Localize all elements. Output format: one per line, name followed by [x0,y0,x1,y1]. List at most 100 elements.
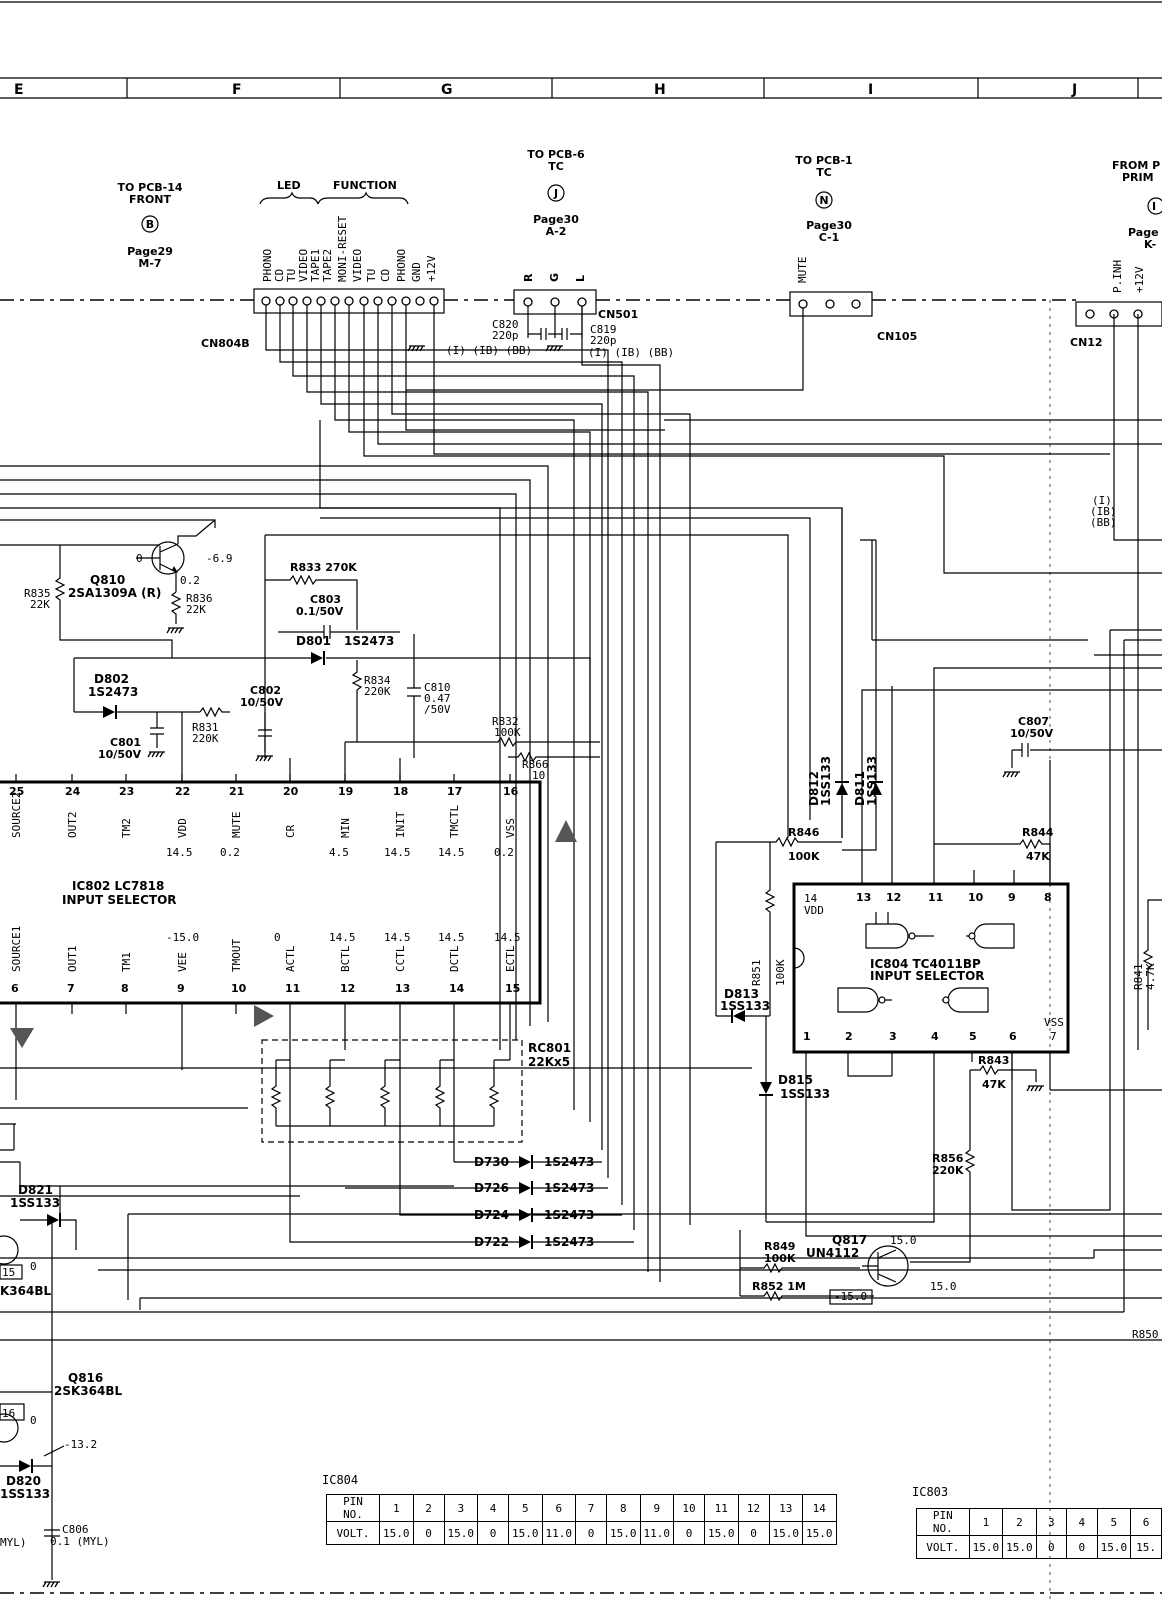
pin-number: 12 [340,982,355,995]
pin-number: 12 [886,891,901,904]
column-f: F [232,82,242,98]
pin-name: INIT [394,811,407,838]
ib-note: (I) (IB) (BB) [1090,494,1117,529]
pin-name: ACTL [284,945,297,972]
svg-text:1SS133: 1SS133 [865,756,879,806]
d726-diode: D726 1S2473 [345,1180,608,1196]
svg-text:220K: 220K [192,732,219,745]
svg-text:220p: 220p [492,329,519,342]
pin-name: VDD [176,818,189,838]
svg-text:D812: D812 [807,771,821,806]
pin-number: 8 [121,982,129,995]
cn105-connector: CN105 [789,291,917,343]
svg-text:R846: R846 [788,826,820,839]
pin-no-header: PIN NO. [916,1508,970,1536]
svg-text:0: 0 [30,1260,37,1273]
svg-text:22K: 22K [30,598,50,611]
cn12-connector: CN12 [1070,301,1162,349]
marker-b: B [146,218,154,231]
c810-capacitor: C810 0.47 /50V [407,634,451,758]
pin-number: 6 [1009,1030,1017,1043]
svg-text:-15.0: -15.0 [834,1290,867,1303]
svg-text:TO PCB-6: TO PCB-6 [527,148,585,161]
svg-text:RC801: RC801 [528,1041,571,1055]
marker-n: N [819,194,828,207]
pin-voltage: 0 [274,931,281,944]
svg-text:FUNCTION: FUNCTION [333,179,397,192]
c807-capacitor: C807 10/50V [1002,715,1162,778]
volt-cell: 15.0 [606,1521,641,1545]
d820-diode: D820 1SS133 [0,1458,52,1501]
svg-text:0.1 (MYL): 0.1 (MYL) [50,1535,110,1548]
svg-text:LED: LED [277,179,301,192]
pin-name: VEE [176,952,189,972]
svg-text:IC804 TC4011BP: IC804 TC4011BP [870,957,981,971]
pin-cell: 12 [737,1494,770,1522]
d812-diode: D812 1SS133 [807,508,850,838]
ic804-chip: IC804 TC4011BP INPUT SELECTOR 14 VDD VSS… [792,844,1070,1076]
pin-voltage: 14.5 [329,931,356,944]
cn105-pin-labels: MUTE [796,257,809,284]
pin-cell: 11 [704,1494,739,1522]
column-g: G [441,82,453,98]
d730-diode: D730 1S2473 [453,1100,602,1170]
rc801-network: RC801 22Kx5 [261,1039,571,1143]
svg-text:R835: R835 [24,587,51,600]
svg-text:VIDEO: VIDEO [297,249,310,282]
pin-number: 6 [11,982,19,995]
svg-text:0.2: 0.2 [180,574,200,587]
svg-text:L: L [574,275,587,282]
r836-resistor: R836 22K [166,591,213,634]
pin-number: 2 [845,1030,853,1043]
pin-cell: 5 [508,1494,543,1522]
cn804b-pin-labels: PHONO CD TU VIDEO TAPE1 TAPE2 MONI-RESET… [261,215,438,282]
svg-text:M-7: M-7 [138,257,161,270]
q810-transistor: 0 -6.9 0.2 Q810 2SA1309A (R) [68,519,233,600]
svg-text:Page30: Page30 [806,219,852,232]
r856-resistor: R856 220K [910,1070,976,1263]
column-ruler: E F G H I J [0,77,1162,99]
column-j: J [1071,82,1077,98]
svg-text:0: 0 [136,552,143,565]
dest-fromp: FROM P PRIM I Page K- [1112,159,1162,251]
svg-text:Page29: Page29 [127,245,173,258]
ic803-table-title: IC803 [912,1485,949,1499]
svg-text:TC: TC [816,166,832,179]
pin-name: TMCTL [448,805,461,838]
svg-text:VIDEO: VIDEO [351,249,364,282]
pin-cell: 2 [1002,1508,1037,1536]
svg-text:220K: 220K [364,685,391,698]
svg-text:1SS133: 1SS133 [0,1487,50,1501]
svg-text:C807: C807 [1018,715,1049,728]
d722-diode: D722 1S2473 [289,1090,634,1250]
svg-text:C806: C806 [62,1523,89,1536]
r832-resistor: R832 100K [345,715,600,748]
svg-text:Q810: Q810 [90,573,125,587]
svg-text:C802: C802 [250,684,281,697]
volt-cell: 15.0 [768,1521,803,1545]
pin-name: OUT2 [66,812,79,839]
cn12-label: CN12 [1070,336,1103,349]
svg-text:R831: R831 [192,721,219,734]
svg-text:CD: CD [273,269,286,282]
r834-resistor: R834 220K [351,660,391,742]
pin-name: TMOUT [230,939,243,972]
svg-text:0: 0 [30,1414,37,1427]
svg-text:INPUT SELECTOR: INPUT SELECTOR [870,969,985,983]
pin-voltage: 14.5 [384,931,411,944]
svg-text:R852 1M: R852 1M [752,1280,806,1293]
svg-text:1SS133: 1SS133 [780,1087,830,1101]
svg-text:100K: 100K [774,959,787,986]
svg-text:R834: R834 [364,674,391,687]
svg-text:1S2473: 1S2473 [344,634,394,648]
c803-capacitor: C803 0.1/50V [278,593,400,639]
pin-number: 10 [968,891,984,904]
pin-number: 23 [119,785,134,798]
pin-name: SOURCE1 [10,926,23,972]
svg-text:PHONO: PHONO [261,249,274,282]
